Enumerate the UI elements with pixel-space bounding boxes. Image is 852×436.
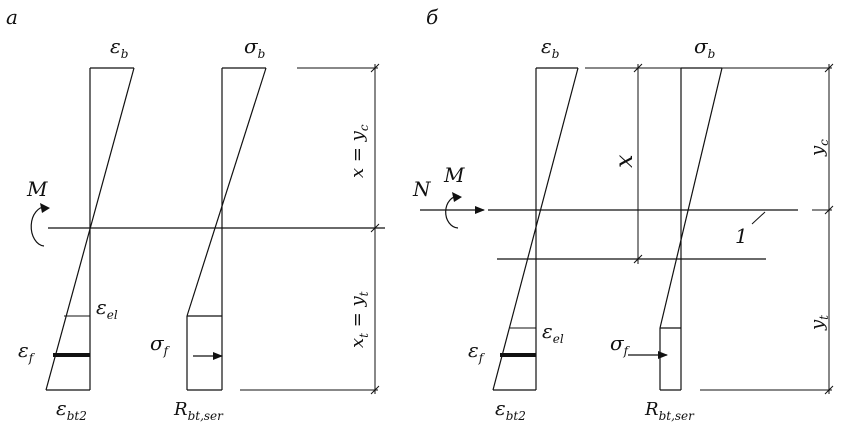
- sigma-f-label-b: σf: [610, 331, 631, 358]
- moment-arrowhead-icon-b: [452, 192, 462, 202]
- moment-label-a: M: [26, 177, 48, 201]
- moment-arc-icon-b: [445, 195, 460, 229]
- eps-el-label-b: εel: [542, 319, 564, 346]
- normal-force-label-b: N: [412, 177, 432, 201]
- moment-arrowhead-icon-a: [40, 203, 50, 213]
- panel-a-stress-diagram: [186, 67, 267, 391]
- x-equals-yc-label-a: x = yc: [347, 124, 371, 178]
- panel-b-strain-diagram: [492, 67, 579, 391]
- r-btser-label-a: Rbt,ser: [173, 399, 224, 423]
- eps-bt2-label-b: εbt2: [495, 396, 526, 423]
- line-1-label: 1: [735, 224, 748, 248]
- panel-b-letter: б: [426, 5, 439, 29]
- eps-bt2-label-a: εbt2: [56, 396, 87, 423]
- eps-f-label-a: εf: [18, 338, 36, 365]
- panel-b-dimensions: [585, 63, 834, 395]
- x-dimension-label-b: x: [610, 154, 638, 168]
- r-btser-label-b: Rbt,ser: [644, 399, 695, 423]
- panel-b: б: [412, 5, 834, 423]
- yt-label-b: yt: [807, 315, 831, 331]
- panel-b-stress-diagram: [628, 67, 723, 391]
- eps-el-label-a: εel: [96, 295, 118, 322]
- moment-label-b: M: [443, 163, 465, 187]
- leader-line-1: [751, 211, 766, 225]
- panel-a-dimensions: [240, 63, 380, 395]
- panel-a: а: [6, 5, 385, 423]
- eps-b-label-b: εb: [541, 34, 559, 61]
- sigma-f-label-a: σf: [150, 331, 171, 358]
- xt-equals-yt-label-a: xt = yt: [347, 291, 371, 348]
- moment-arc-icon-a: [30, 206, 47, 247]
- panel-a-letter: а: [6, 5, 18, 29]
- sigma-b-label-b: σb: [694, 34, 715, 61]
- sigma-b-label-a: σb: [244, 34, 265, 61]
- eps-f-label-b: εf: [468, 338, 486, 365]
- eps-b-label-a: εb: [110, 34, 128, 61]
- panel-a-strain-diagram: [45, 67, 135, 391]
- yc-label-b: yc: [807, 139, 831, 157]
